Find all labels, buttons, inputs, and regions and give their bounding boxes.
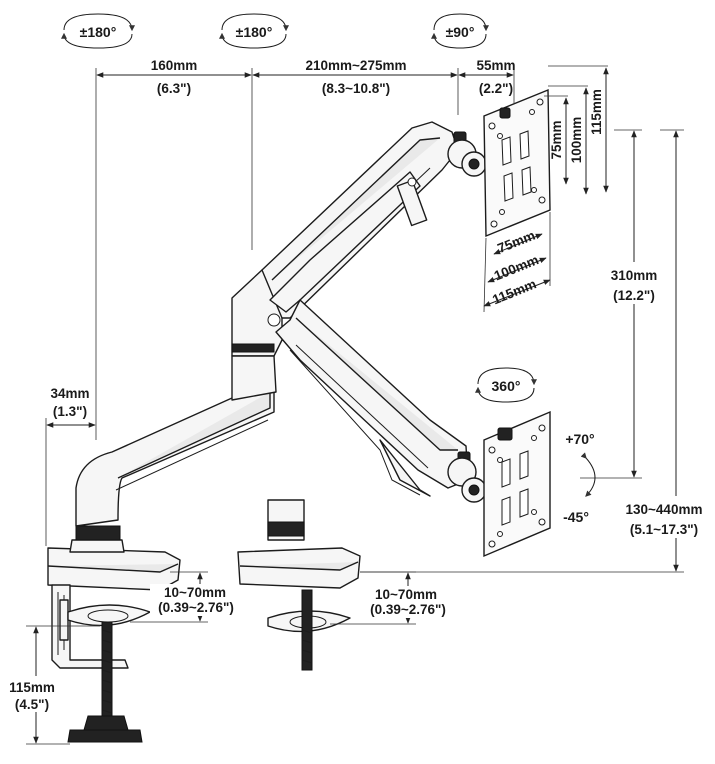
monitor-arm-drawing — [47, 88, 551, 743]
clamp-left-mm: 10~70mm — [164, 585, 226, 600]
dimension-clamp-right: 10~70mm (0.39~2.76") — [330, 571, 452, 625]
pole-offset-inch: (1.3") — [53, 404, 87, 419]
clamp-depth-mm: 115mm — [9, 680, 55, 695]
tilt-indicator: +70° -45° — [563, 431, 596, 525]
lower-arm-length-mm: 160mm — [151, 58, 198, 73]
rotation-label-base: ±180° — [80, 24, 117, 40]
upper-arm-lowered — [275, 299, 487, 503]
rotation-badge-tilt-top: ±90° — [431, 13, 489, 49]
left-desk-clamp — [47, 525, 181, 743]
lower-arm — [75, 267, 283, 527]
vesa-vertical-115: 115mm — [589, 89, 604, 135]
total-height-inch: (5.1~17.3") — [630, 522, 698, 537]
lower-arm-length-inch: (6.3") — [157, 81, 191, 96]
right-desk-clamp — [237, 499, 361, 671]
clamp-depth-inch: (4.5") — [15, 697, 49, 712]
rotation-label-tilt-bottom: 360° — [492, 378, 521, 394]
tilt-up-label: +70° — [565, 431, 594, 447]
rotation-badge-elbow: ±180° — [219, 13, 289, 49]
head-offset-inch: (2.2") — [479, 81, 513, 96]
clamp-right-inch: (0.39~2.76") — [370, 602, 446, 617]
rotation-label-elbow: ±180° — [236, 24, 273, 40]
rotation-badge-base: ±180° — [61, 13, 135, 49]
vesa-vertical-75: 75mm — [549, 120, 564, 159]
dimension-clamp-left: 10~70mm (0.39~2.76") — [130, 571, 238, 623]
vesa-plate-lowered — [483, 410, 551, 558]
tilt-down-label: -45° — [563, 509, 589, 525]
arm-height-mm: 310mm — [611, 268, 658, 283]
upper-arm-length-mm: 210mm~275mm — [306, 58, 407, 73]
dimension-head-offset: 55mm (2.2") — [458, 58, 516, 104]
vesa-vertical-dimensions: 75mm 100mm 115mm — [544, 65, 609, 195]
dimension-upper-arm: 210mm~275mm (8.3~10.8") — [252, 58, 459, 115]
rotation-label-tilt-top: ±90° — [446, 24, 475, 40]
vesa-horizontal-75: 75mm — [495, 228, 537, 257]
total-height-mm: 130~440mm — [626, 502, 703, 517]
clamp-left-inch: (0.39~2.76") — [158, 600, 234, 615]
upper-arm-length-inch: (8.3~10.8") — [322, 81, 390, 96]
upper-arm-raised — [261, 121, 487, 319]
arm-height-inch: (12.2") — [613, 288, 655, 303]
vesa-vertical-100: 100mm — [569, 117, 584, 164]
dimension-arm-height: 310mm (12.2") — [580, 129, 666, 479]
dimension-lower-arm: 160mm (6.3") — [95, 58, 253, 440]
pole-offset-mm: 34mm — [50, 386, 89, 401]
vesa-plate-raised — [483, 88, 551, 238]
head-offset-mm: 55mm — [476, 58, 515, 73]
dimension-clamp-depth: 115mm (4.5") — [2, 625, 100, 745]
rotation-badge-tilt-bottom: 360° — [475, 367, 537, 403]
dimension-pole-offset: 34mm (1.3") — [45, 386, 96, 546]
clamp-right-mm: 10~70mm — [375, 587, 437, 602]
dimension-total-height: 130~440mm (5.1~17.3") — [360, 129, 712, 573]
